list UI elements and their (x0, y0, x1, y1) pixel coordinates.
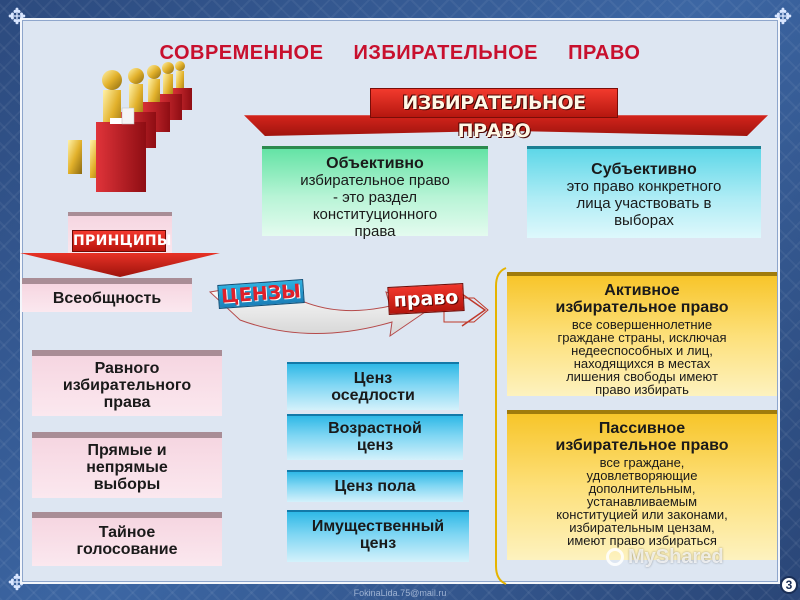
passive-line: удовлетворяющие (586, 468, 698, 483)
subjective-box: Субъективно это право конкретного лица у… (527, 146, 761, 238)
subjective-line: выборах (614, 212, 674, 229)
title-word: ИЗБИРАТЕЛЬНОЕ (353, 42, 538, 64)
census-line: Имущественный (311, 518, 445, 535)
watermark: MyShared (606, 542, 766, 572)
census-item-age: Возрастной ценз (287, 414, 463, 460)
passive-heading: Пассивное (598, 420, 686, 437)
page-number: 3 (780, 576, 798, 594)
subjective-line: это право конкретного (566, 178, 722, 195)
objective-line: избирательное право (300, 172, 450, 189)
active-heading: избирательное право (555, 299, 729, 316)
active-line: граждане страны, исключая (557, 330, 727, 345)
principle-line: избирательного (62, 377, 192, 394)
curved-arrow-icon (208, 281, 489, 338)
pravo-label: право (387, 283, 465, 315)
bracket-icon (495, 267, 507, 585)
objective-line: конституционного (312, 206, 438, 223)
census-line: оседлости (331, 387, 415, 404)
active-heading: Активное (604, 282, 680, 299)
objective-line: права (354, 223, 396, 240)
passive-line: дополнительным, (588, 481, 696, 496)
page-title: СОВРЕМЕННОЕ ИЗБИРАТЕЛЬНОЕ ПРАВО (0, 42, 800, 65)
census-line: ценз (356, 437, 394, 454)
census-line: Возрастной (328, 420, 422, 437)
census-item-sex: Ценз пола (287, 470, 463, 502)
passive-right-box: Пассивное избирательное право все гражда… (507, 410, 777, 560)
objective-line: - это раздел (332, 189, 418, 206)
active-line: находящихся в местах (573, 356, 711, 371)
passive-line: конституцией или законами, (556, 507, 728, 522)
title-word: ПРАВО (568, 42, 641, 64)
census-item-property: Имущественный ценз (287, 510, 469, 562)
watermark-text: MyShared (628, 546, 724, 568)
census-line: ценз (359, 535, 397, 552)
passive-line: имеют право избираться (567, 533, 717, 548)
passive-line: избирательным цензам, (569, 520, 715, 535)
active-line: лишения свободы имеют (566, 369, 718, 384)
principle-item-universality: Всеобщность (22, 278, 192, 312)
principle-line: непрямые (86, 459, 168, 476)
census-item-residence: Ценз оседлости (287, 362, 459, 410)
active-line: право избирать (595, 382, 689, 397)
ribbon-banner (244, 115, 768, 136)
active-line: недееспособных и лиц, (571, 343, 713, 358)
principles-label: ПРИНЦИПЫ (72, 230, 171, 252)
subjective-line: лица участвовать в (576, 195, 712, 212)
active-right-box: Активное избирательное право все соверше… (507, 272, 777, 396)
voting-figures-icon (68, 61, 192, 192)
ribbon-label: ИЗБИРАТЕЛЬНОЕ ПРАВО (370, 88, 618, 142)
objective-box: Объективно избирательное право - это раз… (262, 146, 488, 240)
passive-heading: избирательное право (555, 437, 729, 454)
watermark-logo-icon (606, 548, 624, 566)
principle-label: Всеобщность (52, 290, 162, 307)
census-line: Ценз пола (334, 478, 416, 495)
principle-line: права (103, 394, 151, 411)
active-line: все совершеннолетние (571, 317, 713, 332)
footer-email: FokinaLida.75@mail.ru (353, 588, 447, 598)
principle-item-equal: Равного избирательного права (32, 350, 222, 416)
principle-item-direct: Прямые и непрямые выборы (32, 432, 222, 498)
subjective-heading: Субъективно (591, 161, 697, 178)
principle-item-secret: Тайное голосование (32, 512, 222, 566)
census-line: Ценз (353, 370, 393, 387)
principle-line: выборы (93, 476, 161, 493)
title-word: СОВРЕМЕННОЕ (159, 42, 324, 64)
passive-line: устанавливаемым (586, 494, 698, 509)
objective-heading: Объективно (326, 155, 424, 172)
passive-line: все граждане, (599, 455, 685, 470)
principle-line: голосование (76, 541, 178, 558)
principle-line: Прямые и (87, 442, 167, 459)
principle-line: Тайное (98, 524, 156, 541)
principle-line: Равного (94, 360, 160, 377)
